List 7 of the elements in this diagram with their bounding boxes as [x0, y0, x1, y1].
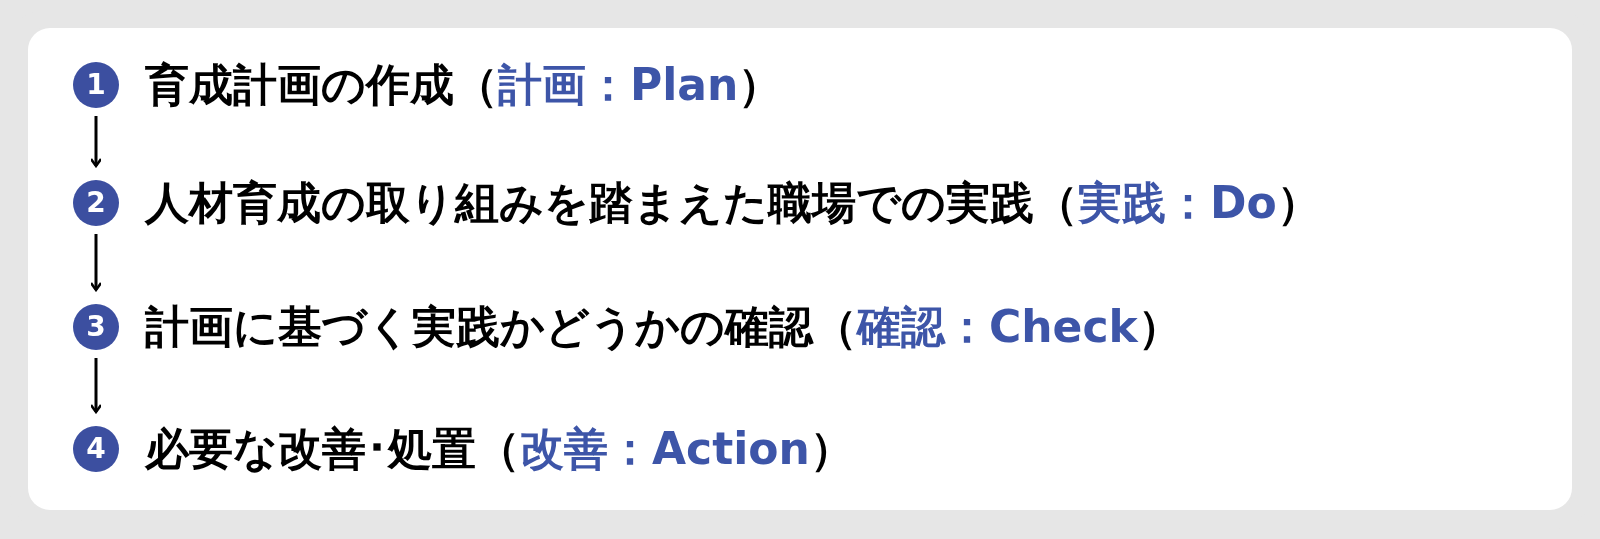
arrow [89, 358, 103, 414]
step-text: 必要な改善･処置（改善：Action） [145, 427, 854, 471]
arrow [89, 116, 103, 168]
step-text: 育成計画の作成（計画：Plan） [145, 63, 783, 107]
step-text: 計画に基づく実践かどうかの確認（確認：Check） [145, 305, 1182, 349]
step-text: 人材育成の取り組みを踏まえた職場での実践（実践：Do） [145, 181, 1321, 225]
arrow [89, 234, 103, 292]
